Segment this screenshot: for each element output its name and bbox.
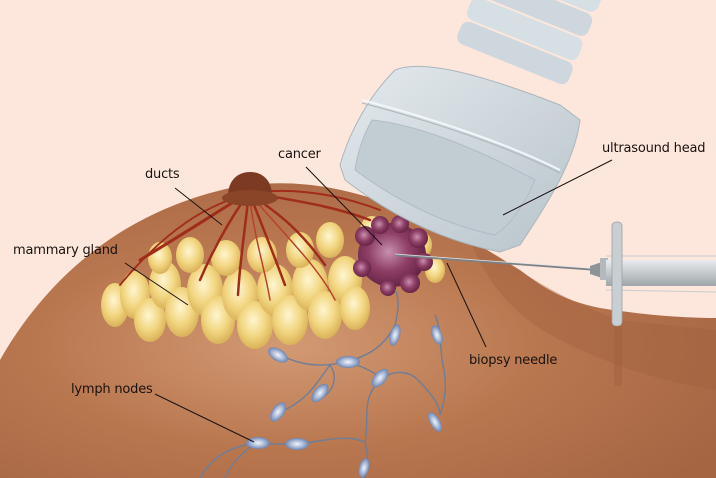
leader-lines xyxy=(124,159,613,443)
biopsy-needle-leader xyxy=(446,262,487,348)
nipple xyxy=(222,172,278,206)
cancer-leader xyxy=(305,166,383,246)
label-ultrasound-head: ultrasound head xyxy=(602,141,706,156)
lymph-nodes xyxy=(246,324,443,478)
biopsy-needle xyxy=(394,221,716,386)
mammary-gland-leader xyxy=(124,262,189,306)
label-lymph-nodes: lymph nodes xyxy=(71,382,153,397)
label-ducts: ducts xyxy=(145,167,180,182)
label-mammary-gland: mammary gland xyxy=(13,243,118,258)
label-cancer: cancer xyxy=(278,147,321,162)
cancer-tumor xyxy=(353,215,433,296)
lymph-nodes-leader xyxy=(154,393,255,443)
ducts-leader xyxy=(174,187,223,226)
label-biopsy-needle: biopsy needle xyxy=(469,353,558,368)
breast-skin xyxy=(0,183,716,478)
ultrasound-head-leader xyxy=(502,159,613,216)
ultrasound-probe xyxy=(339,0,602,253)
